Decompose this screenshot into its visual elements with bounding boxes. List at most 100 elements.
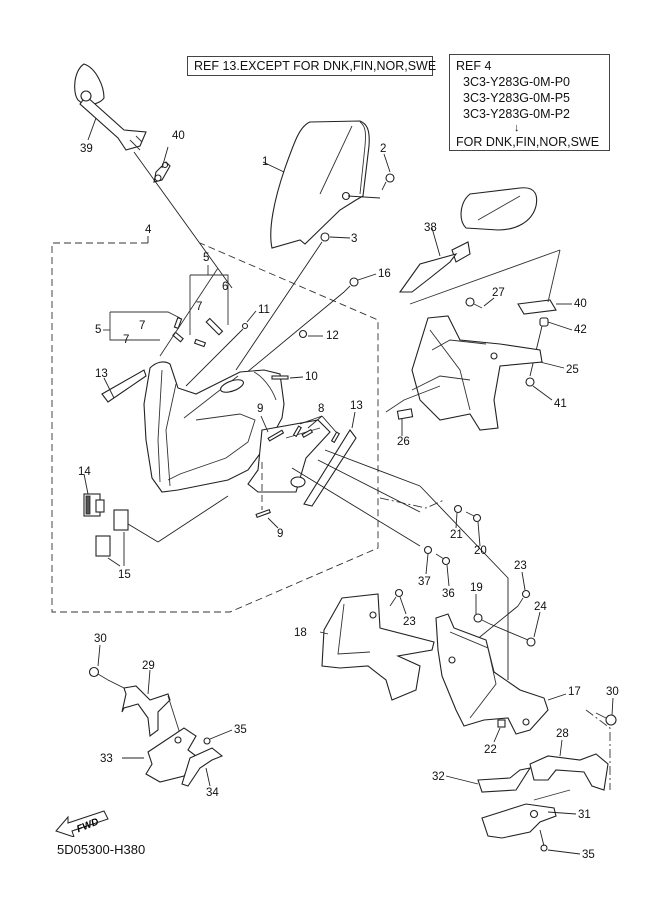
callout-23: 23: [403, 616, 416, 628]
bracket-32: [477, 767, 532, 793]
tape-10: [271, 375, 289, 380]
callout-7: 7: [196, 301, 203, 313]
front-cowling: [143, 361, 331, 493]
callout-11: 11: [258, 304, 270, 316]
pad-26: [396, 408, 414, 420]
assembly-4-boundary: [51, 242, 379, 613]
callout-37: 37: [418, 576, 431, 588]
clip-22: [497, 719, 506, 728]
bracket-31: [481, 803, 557, 839]
callout-8: 8: [318, 403, 325, 415]
bolt-19: [473, 613, 491, 625]
callout-22: 22: [484, 744, 497, 756]
callout-42: 42: [574, 324, 587, 336]
stay-28: [529, 753, 609, 791]
washer-21: [453, 504, 463, 514]
callout-9: 9: [257, 403, 264, 415]
ref-4-part-number: 3C3-Y283G-0M-P2: [463, 107, 570, 121]
callout-1: 1: [262, 156, 269, 168]
callout-40: 40: [574, 298, 587, 310]
callout-6: 6: [222, 281, 229, 293]
nut-12: [298, 329, 308, 339]
callout-13: 13: [95, 368, 108, 380]
screw-23-right: [517, 589, 531, 607]
callout-28: 28: [556, 728, 569, 740]
trim-13-left: [101, 369, 147, 403]
stay-25: [411, 315, 543, 431]
pins-7: [172, 316, 224, 348]
screw-36: [435, 553, 451, 566]
bracket-34: [181, 747, 224, 787]
callout-35: 35: [582, 849, 595, 861]
callout-18: 18: [294, 627, 307, 639]
forward-arrow-icon: FWD: [55, 810, 109, 837]
screw-20: [465, 511, 482, 523]
bolt-30-left: [88, 666, 109, 681]
callout-34: 34: [206, 787, 219, 799]
callout-19: 19: [470, 582, 483, 594]
callout-17: 17: [568, 686, 581, 698]
callout-20: 20: [474, 545, 487, 557]
collar-42: [539, 317, 549, 327]
bolt-30-right: [595, 712, 617, 726]
ref-4-part-number: 3C3-Y283G-0M-P5: [463, 91, 570, 105]
callout-39: 39: [80, 143, 93, 155]
callout-35: 35: [234, 724, 247, 736]
mirror-right-38: [398, 187, 538, 293]
callout-36: 36: [442, 588, 455, 600]
callout-16: 16: [378, 268, 391, 280]
callout-30: 30: [94, 633, 107, 645]
callout-7: 7: [123, 334, 130, 346]
callout-25: 25: [566, 364, 579, 376]
collar-24: [526, 637, 536, 647]
switch-14: [83, 493, 105, 517]
mirror-left-39: [74, 63, 147, 151]
callout-5: 5: [95, 324, 102, 336]
callout-26: 26: [397, 436, 410, 448]
callout-41: 41: [554, 398, 567, 410]
figure-code: 5D05300-H380: [57, 842, 146, 857]
callout-13: 13: [350, 400, 363, 412]
callout-31: 31: [578, 809, 591, 821]
callout-3: 3: [351, 233, 358, 245]
switch-covers-15: [95, 509, 129, 557]
callout-14: 14: [78, 466, 91, 478]
callout-21: 21: [450, 529, 463, 541]
ref-4-part-number: 3C3-Y283G-0M-P0: [463, 75, 570, 89]
ref-13-note: REF 13.EXCEPT FOR DNK,FIN,NOR,SWE: [187, 56, 436, 76]
screw-35-left: [203, 737, 211, 745]
callout-9: 9: [277, 528, 284, 540]
ref-4-note: REF 4 3C3-Y283G-0M-P0 3C3-Y283G-0M-P5 3C…: [449, 54, 610, 151]
bolt-16: [343, 277, 359, 293]
callout-10: 10: [305, 371, 318, 383]
callout-40: 40: [172, 130, 185, 142]
callout-24: 24: [534, 601, 547, 613]
callout-29: 29: [142, 660, 155, 672]
callout-38: 38: [424, 222, 437, 234]
callout-7: 7: [139, 320, 146, 332]
callout-23: 23: [514, 560, 527, 572]
bracket-40-right: [517, 299, 557, 315]
bracket-40-left: [153, 161, 171, 183]
bracket-29: [121, 685, 171, 738]
grommet-11: [241, 322, 249, 330]
trim-13-right: [303, 429, 357, 507]
ref-4-heading: REF 4: [456, 59, 492, 73]
inner-panel-17: [435, 613, 549, 735]
callout-12: 12: [326, 330, 339, 342]
bolt-27: [465, 297, 483, 309]
washer-37: [423, 545, 433, 555]
callout-27: 27: [492, 287, 505, 299]
inner-panel-18: [321, 593, 435, 701]
callout-33: 33: [100, 753, 113, 765]
windscreen-1: [270, 120, 370, 249]
callout-32: 32: [432, 771, 445, 783]
nut-41: [525, 377, 535, 387]
callout-30: 30: [606, 686, 619, 698]
callout-15: 15: [118, 569, 131, 581]
callout-4: 4: [145, 224, 152, 236]
ref-4-country-note: FOR DNK,FIN,NOR,SWE: [456, 135, 600, 149]
callout-2: 2: [380, 143, 387, 155]
screw-23-left: [389, 588, 404, 607]
